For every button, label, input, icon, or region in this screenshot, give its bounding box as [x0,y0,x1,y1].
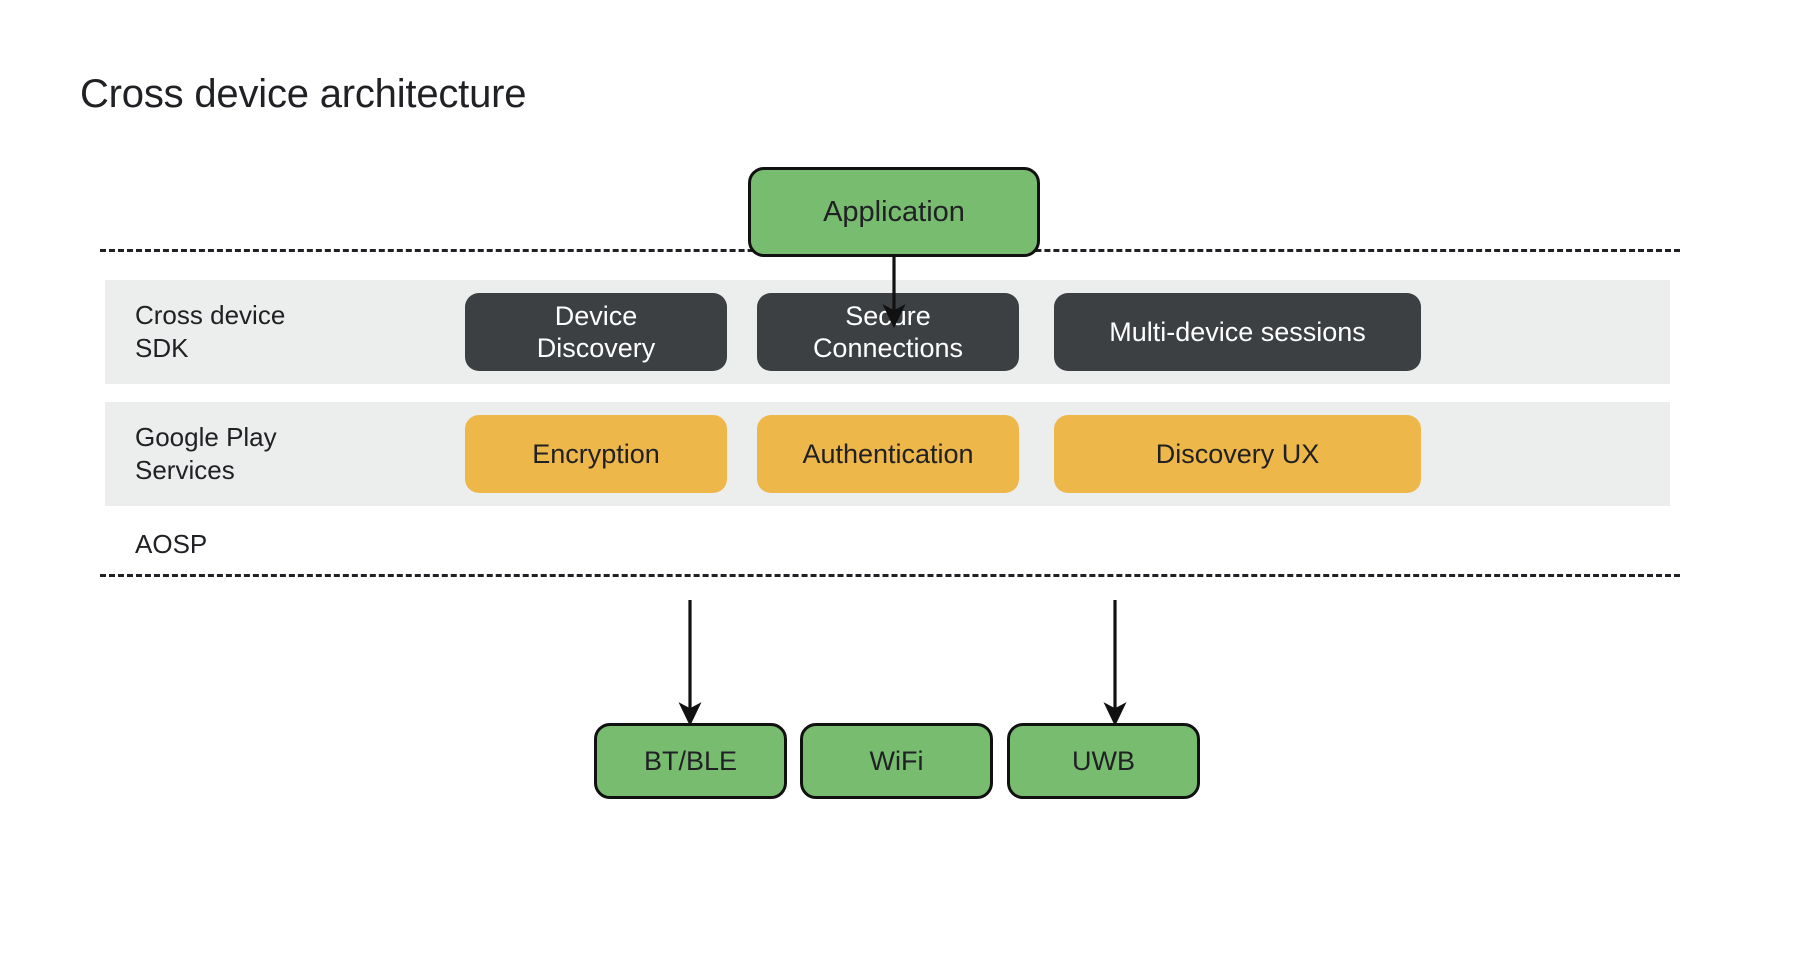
node-multi-device-sessions[interactable]: Multi-device sessions [1054,293,1421,371]
layer-label-aosp: AOSP [135,529,208,559]
node-secure-connections[interactable]: Secure Connections [757,293,1019,371]
node-uwb[interactable]: UWB [1007,723,1200,799]
node-discovery-ux[interactable]: Discovery UX [1054,415,1421,493]
node-encryption[interactable]: Encryption [465,415,727,493]
layer-label-google-play-services: Google Play Services [135,422,277,485]
node-application[interactable]: Application [748,167,1040,257]
layer-label-cross-device-sdk: Cross device SDK [135,300,286,363]
node-bt-ble[interactable]: BT/BLE [594,723,787,799]
node-authentication[interactable]: Authentication [757,415,1019,493]
page-title: Cross device architecture [80,72,527,116]
boundary-line-bottom [100,574,1680,577]
node-wifi[interactable]: WiFi [800,723,993,799]
node-device-discovery[interactable]: Device Discovery [465,293,727,371]
